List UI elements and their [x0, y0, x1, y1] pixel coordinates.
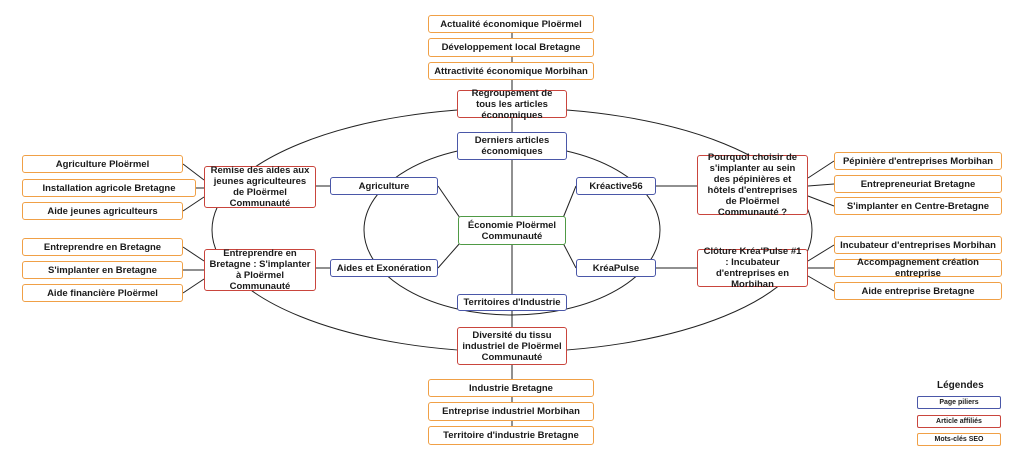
article-left-top: Remise des aides aux jeunes agriculteure… [204, 165, 316, 209]
keyword-right-top-2: Entrepreneuriat Bretagne [834, 175, 1002, 193]
article-top: Regroupement de tous les articles économ… [457, 88, 567, 121]
pillar-right-top: Kréactive56 [576, 177, 656, 195]
keyword-right-bottom-1: Incubateur d'entreprises Morbihan [834, 236, 1002, 254]
keyword-left-bottom-2: S'implanter en Bretagne [22, 261, 183, 279]
legend-article: Article affiliés [917, 415, 1001, 428]
keyword-right-top-1: Pépinière d'entreprises Morbihan [834, 152, 1002, 170]
pillar-top: Derniers articles économiques [457, 132, 567, 160]
center-topic: Économie Ploërmel Communauté [458, 216, 566, 245]
pillar-right-bottom: KréaPulse [576, 259, 656, 277]
article-bottom: Diversité du tissu industriel de Ploërme… [457, 327, 567, 365]
pillar-bottom: Territoires d'Industrie [457, 294, 567, 311]
keyword-right-top-3: S'implanter en Centre-Bretagne [834, 197, 1002, 215]
keyword-bottom-3: Territoire d'industrie Bretagne [428, 426, 594, 445]
legend-keyword: Mots-clés SEO [917, 433, 1001, 446]
keyword-right-bottom-3: Aide entreprise Bretagne [834, 282, 1002, 300]
legend-pillar: Page piliers [917, 396, 1001, 409]
keyword-top-3: Attractivité économique Morbihan [428, 62, 594, 80]
pillar-left-bottom: Aides et Exonération [330, 259, 438, 277]
keyword-top-2: Développement local Bretagne [428, 38, 594, 57]
pillar-left-top: Agriculture [330, 177, 438, 195]
keyword-bottom-2: Entreprise industriel Morbihan [428, 402, 594, 421]
keyword-left-top-3: Aide jeunes agriculteurs [22, 202, 183, 220]
article-left-bottom: Entreprendre en Bretagne : S'implanter à… [204, 248, 316, 292]
legend-title: Légendes [937, 380, 984, 391]
keyword-left-bottom-3: Aide financière Ploërmel [22, 284, 183, 302]
article-right-top: Pourquoi choisir de s'implanter au sein … [697, 152, 808, 218]
keyword-bottom-1: Industrie Bretagne [428, 379, 594, 397]
keyword-right-bottom-2: Accompagnement création entreprise [834, 257, 1002, 279]
keyword-left-top-1: Agriculture Ploërmel [22, 155, 183, 173]
article-right-bottom: Clôture Kréa'Pulse #1 : Incubateur d'ent… [697, 246, 808, 290]
keyword-top-1: Actualité économique Ploërmel [428, 15, 594, 33]
keyword-left-top-2: Installation agricole Bretagne [22, 179, 196, 197]
keyword-left-bottom-1: Entreprendre en Bretagne [22, 238, 183, 256]
